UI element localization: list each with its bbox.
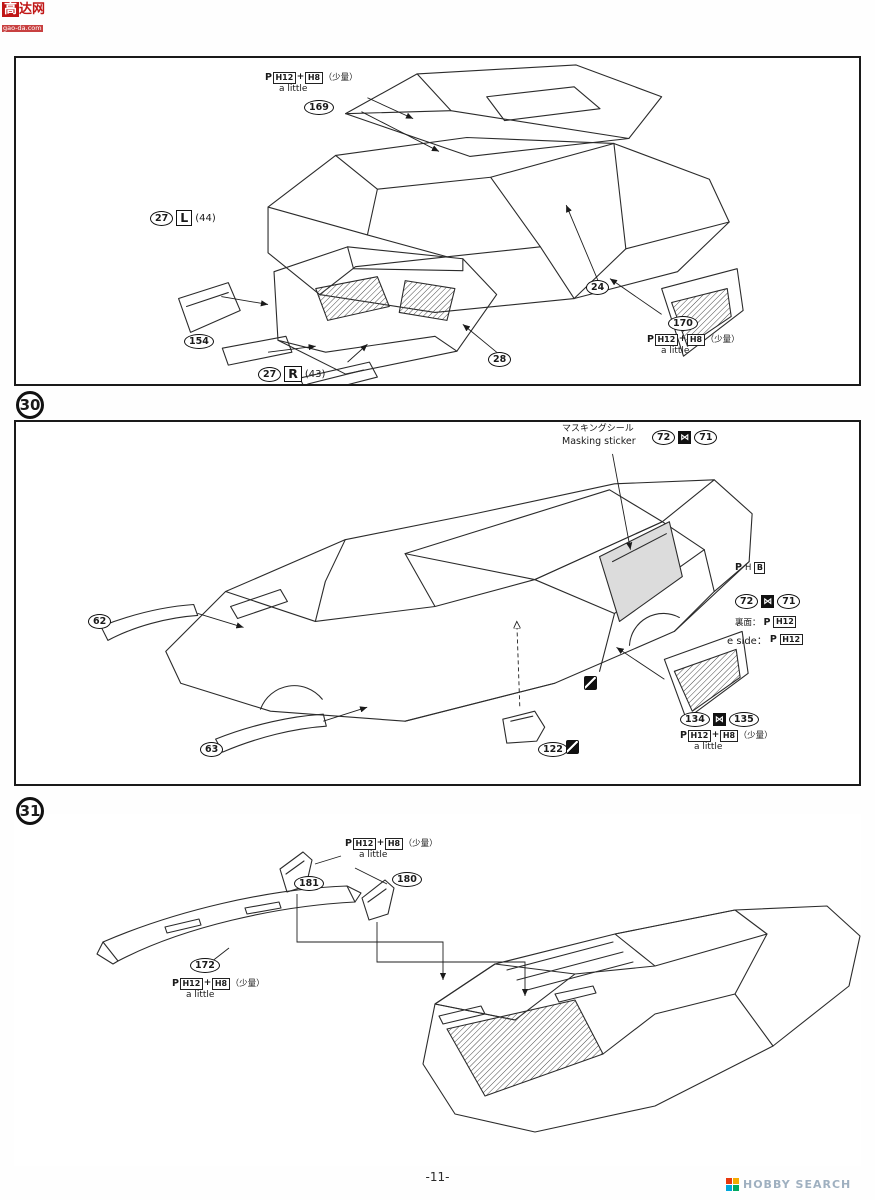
paint-code: H12 bbox=[352, 838, 376, 850]
paint-note-window: P H B bbox=[735, 562, 766, 574]
part-number-badge: 169 bbox=[304, 100, 334, 115]
pair-icon: ⋈ bbox=[678, 431, 692, 444]
part-number-badge: 172 bbox=[190, 958, 220, 973]
brand-square-red bbox=[726, 1178, 732, 1184]
hobby-search-mark-icon bbox=[726, 1178, 739, 1191]
brand-text: HOBBY SEARCH bbox=[743, 1178, 852, 1191]
brand-square-green bbox=[733, 1185, 739, 1191]
step-number: 31 bbox=[19, 802, 41, 820]
masking-sticker-label: マスキングシール Masking sticker bbox=[562, 424, 636, 447]
paint-code: H12 bbox=[654, 334, 678, 346]
back-side-note-en: e side： P H12 bbox=[727, 632, 803, 647]
part-number-badge: 63 bbox=[200, 742, 224, 757]
part-callout-172: 172 bbox=[190, 958, 220, 973]
step-30-badge: 30 bbox=[16, 391, 44, 419]
step-prev-panel: P H12 + H8 （少量） a little 169 27 L (44) 1… bbox=[14, 56, 861, 386]
paint-code: H12 bbox=[179, 978, 203, 990]
part-callout-180: 180 bbox=[392, 872, 422, 887]
pair-icon: ⋈ bbox=[712, 713, 726, 726]
part-callout-63: 63 bbox=[200, 742, 224, 757]
watermark-text: 达网 bbox=[19, 2, 46, 17]
part-number-badge: 135 bbox=[728, 712, 759, 727]
part-callout-27R: 27 R (43) bbox=[258, 366, 326, 383]
part-callout-62: 62 bbox=[88, 614, 112, 629]
paint-icon: P bbox=[769, 634, 777, 645]
page-number: -11- bbox=[425, 1170, 450, 1184]
right-marker: R bbox=[284, 366, 302, 383]
paint-note: P H12 + H8 （少量） a little bbox=[345, 838, 438, 861]
rear-wing-diagram bbox=[96, 851, 861, 1133]
decal-combo-72-71-b: 72 ⋈ 71 bbox=[735, 594, 801, 609]
body-front-bumper-diagram bbox=[178, 64, 744, 384]
paint-code: H8 bbox=[212, 978, 230, 990]
step-30-panel: マスキングシール Masking sticker 72 ⋈ 71 P H B 7… bbox=[14, 420, 861, 786]
part-callout-28: 28 bbox=[488, 352, 512, 367]
paint-icon: P bbox=[647, 334, 654, 345]
instruction-symbol-icon bbox=[566, 740, 579, 754]
paint-code: H12 bbox=[272, 72, 296, 84]
paint-icon: P bbox=[735, 562, 742, 574]
step-number: 30 bbox=[19, 396, 41, 414]
hobby-search-logo: HOBBY SEARCH bbox=[726, 1178, 851, 1191]
part-number-badge: 27 bbox=[258, 366, 282, 382]
part-number-badge: 154 bbox=[184, 334, 214, 349]
instruction-symbol-icon bbox=[584, 676, 597, 690]
decal-combo-134-135: 134 ⋈ 135 bbox=[680, 712, 759, 727]
part-number-badge: 28 bbox=[488, 352, 512, 367]
paint-code: H8 bbox=[385, 838, 403, 850]
part-callout-27L: 27 L (44) bbox=[150, 210, 216, 227]
left-marker: L bbox=[176, 210, 193, 227]
brand-square-orange bbox=[733, 1178, 739, 1184]
step-31-badge: 31 bbox=[16, 797, 44, 825]
part-number-badge: 71 bbox=[694, 430, 718, 445]
back-side-note-jp: 裏面： P H12 bbox=[735, 616, 797, 628]
watermark-logo: 高 达网 gao-da.com bbox=[2, 2, 45, 33]
part-number-badge: 72 bbox=[735, 594, 759, 609]
part-callout-170: 170 bbox=[668, 316, 698, 331]
part-number-badge: 134 bbox=[680, 712, 710, 727]
part-number-badge: 24 bbox=[586, 280, 610, 295]
part-number-badge: 27 bbox=[150, 210, 174, 226]
watermark-char: 高 bbox=[2, 2, 20, 17]
paint-code: H12 bbox=[773, 616, 797, 628]
part-number-badge: 72 bbox=[652, 430, 676, 445]
part-callout-154: 154 bbox=[184, 334, 214, 349]
paint-code: B bbox=[754, 562, 766, 574]
paint-note: P H12 + H8 （少量） a little bbox=[172, 978, 265, 1001]
part-ref: (43) bbox=[304, 368, 326, 380]
paint-code: H8 bbox=[305, 72, 323, 84]
body-masking-diagram bbox=[100, 453, 753, 753]
part-number-badge: 62 bbox=[88, 614, 112, 629]
part-number-badge: 180 bbox=[392, 872, 422, 887]
paint-icon: P bbox=[763, 616, 771, 628]
watermark-domain: gao-da.com bbox=[2, 24, 43, 32]
paint-note: P H12 + H8 （少量） a little bbox=[647, 334, 740, 357]
paint-code: H12 bbox=[779, 633, 803, 646]
paint-note: P H12 + H8 （少量） a little bbox=[265, 72, 358, 95]
part-callout-169: 169 bbox=[304, 100, 334, 115]
part-callout-24: 24 bbox=[586, 280, 610, 295]
paint-code: H8 bbox=[687, 334, 705, 346]
paint-icon: P bbox=[680, 730, 687, 741]
pair-icon: ⋈ bbox=[761, 595, 775, 608]
step-31-section: P H12 + H8 （少量） a little 181 180 172 P H… bbox=[14, 814, 861, 1166]
part-callout-181: 181 bbox=[294, 876, 324, 891]
paint-note: P H12 + H8 （少量） a little bbox=[680, 730, 773, 753]
part-callout-122: 122 bbox=[538, 742, 568, 757]
part-ref: (44) bbox=[195, 212, 216, 224]
paint-code: H8 bbox=[720, 730, 738, 742]
brand-square-blue bbox=[726, 1185, 732, 1191]
paint-code: H12 bbox=[687, 730, 711, 742]
paint-icon: P bbox=[345, 838, 352, 849]
part-number-badge: 71 bbox=[777, 594, 801, 609]
part-number-badge: 181 bbox=[294, 876, 324, 891]
paint-icon: P bbox=[265, 72, 272, 83]
part-number-badge: 122 bbox=[538, 742, 568, 757]
part-number-badge: 170 bbox=[668, 316, 698, 331]
decal-combo-72-71: 72 ⋈ 71 bbox=[652, 430, 718, 445]
paint-icon: P bbox=[172, 978, 179, 989]
